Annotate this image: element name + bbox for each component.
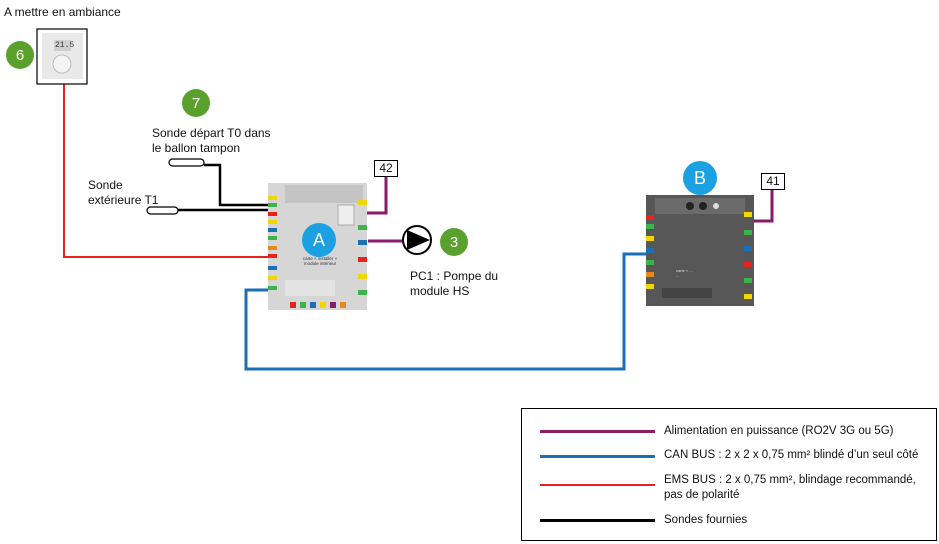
badge-6: 6 (6, 41, 34, 69)
legend-ems-text: EMS BUS : 2 x 0,75 mm², blindage recomma… (664, 474, 916, 501)
sensor-t1-probe (146, 206, 179, 215)
legend-can-line (540, 455, 655, 458)
can-bus-wire (244, 252, 648, 371)
terminal-41: 41 (761, 173, 785, 190)
badge-7: 7 (182, 89, 210, 117)
power-wire-42 (365, 176, 388, 215)
badge-a: A (302, 223, 336, 257)
label-ambiance: A mettre en ambiance (4, 5, 121, 19)
thermostat-display: 21.5 (55, 41, 75, 50)
module-a-caption: carte « installer » module intérieur (302, 256, 338, 266)
legend-power-line (540, 430, 655, 433)
badge-b: B (683, 161, 717, 195)
legend-sensor-line (540, 519, 655, 522)
power-wire-41 (752, 188, 774, 223)
label-sonde-exterieure: Sonde extérieure T1 (88, 178, 159, 207)
thermostat-screen (54, 40, 71, 51)
legend: Alimentation en puissance (RO2V 3G ou 5G… (521, 408, 937, 541)
terminal-42: 42 (374, 160, 398, 177)
legend-power-text: Alimentation en puissance (RO2V 3G ou 5G… (664, 425, 894, 437)
sensor-t0-wire (204, 163, 270, 207)
legend-sensor-text: Sondes fournies (664, 514, 748, 526)
pump-arrow (407, 230, 430, 250)
thermostat-dial (52, 54, 72, 74)
badge-3: 3 (440, 228, 468, 256)
legend-can-text: CAN BUS : 2 x 2 x 0,75 mm² blindé d’un s… (664, 449, 919, 461)
label-sonde-depart: Sonde départ T0 dans le ballon tampon (152, 126, 271, 155)
sensor-t0-probe (168, 158, 205, 167)
legend-ems-line (540, 484, 655, 486)
label-pump: PC1 : Pompe du module HS (410, 269, 499, 298)
module-b-board (646, 195, 754, 306)
ems-bus-wire (63, 84, 270, 258)
module-b-caption: carte « ... ... (676, 268, 693, 278)
